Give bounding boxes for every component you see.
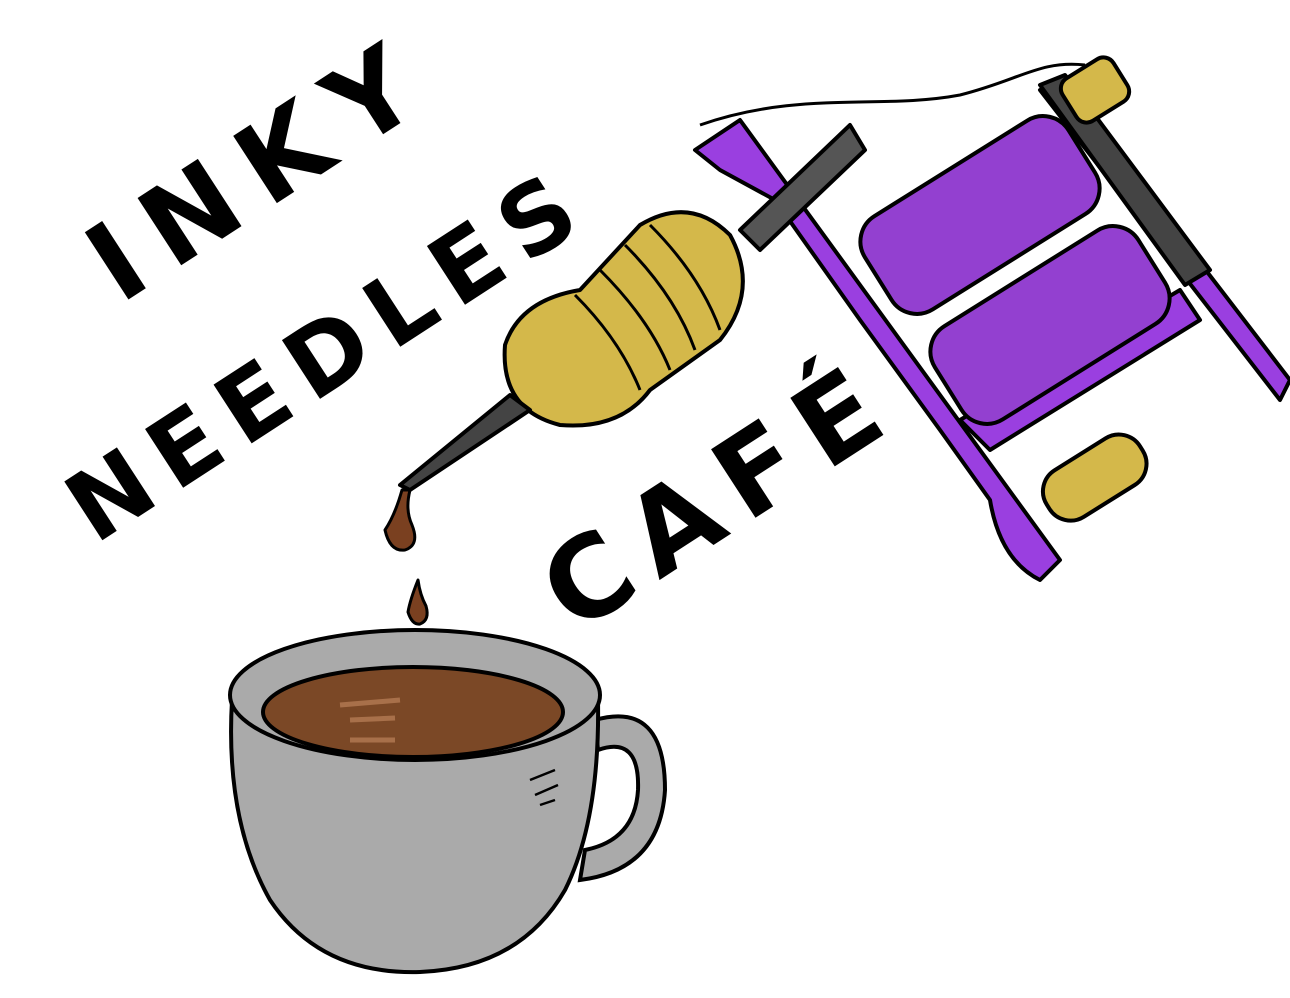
ink-drop-2	[406, 578, 429, 626]
ink-drop-1	[383, 488, 417, 552]
coffee-cup-illustration	[228, 628, 668, 975]
tattoo-machine-illustration	[383, 55, 1290, 626]
